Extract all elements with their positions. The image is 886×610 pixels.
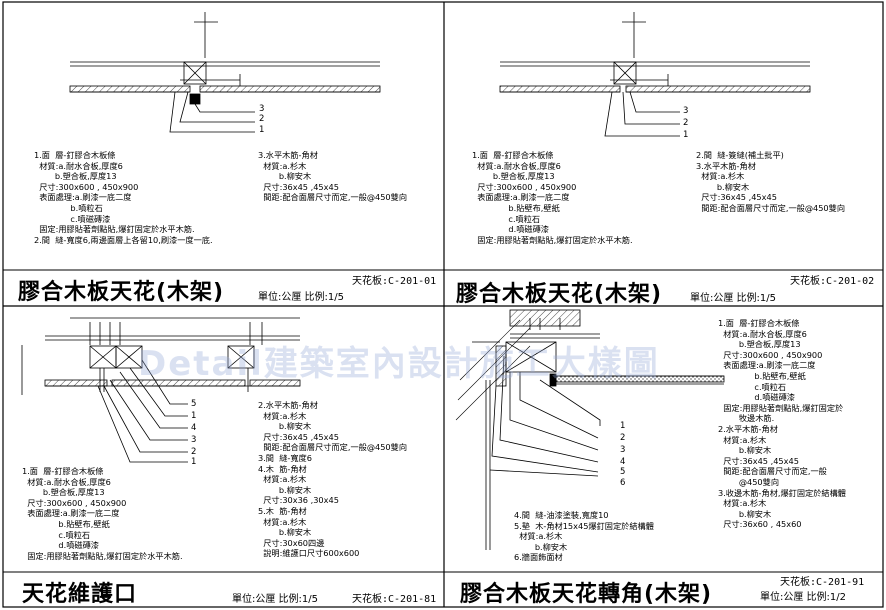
panel-1-callout-3: 3	[259, 104, 265, 114]
panel-4-callout-1: 1	[620, 421, 626, 431]
panel-3-callout-1a: 1	[191, 411, 197, 421]
panel-4-title: 膠合木板天花轉角(木架)	[460, 582, 713, 607]
panel-1-callout-1: 1	[259, 125, 265, 135]
panel-1-scale: 單位:公厘 比例:1/5	[258, 292, 345, 303]
panel-2-scale: 單位:公厘 比例:1/5	[690, 293, 777, 304]
panel-3-notes-left: 1.面 層-釘膠合木板條 材質:a.耐水合板,厚度6 b.塑合板,厚度13 尺寸…	[22, 466, 183, 561]
panel-3-title: 天花維護口	[22, 582, 138, 607]
panel-3-section-detail	[21, 317, 301, 463]
panel-1-notes-right: 3.水平木筋-角材 材質:a.杉木 b.柳安木 尺寸:36x45 ,45x45 …	[258, 150, 408, 203]
panel-1-notes-left: 1.面 層-釘膠合木板條 材質:a.耐水合板,厚度6 b.塑合板,厚度13 尺寸…	[34, 150, 213, 245]
watermark-text: Detail建築室內設計施工大樣圖	[138, 344, 660, 384]
panel-4-section-detail	[455, 309, 725, 550]
panel-2-callout-1: 1	[683, 130, 689, 140]
panel-4-callout-3: 3	[620, 445, 626, 455]
panel-4-code: 天花板:C-201-91	[780, 577, 865, 588]
panel-2-notes-left: 1.面 層-釘膠合木板條 材質:a.耐水合板,厚度6 b.塑合板,厚度13 尺寸…	[472, 150, 633, 245]
panel-2-callout-3: 3	[683, 106, 689, 116]
panel-3-callout-4: 4	[191, 423, 197, 433]
panel-3-callout-2: 2	[191, 447, 197, 457]
panel-4-callout-5: 5	[620, 467, 626, 477]
panel-2-notes-right: 2.間 縫-簽縫(補土批平) 3.水平木筋-角材 材質:a.杉木 b.柳安木 尺…	[696, 150, 846, 213]
panel-3-code: 天花板:C-201-81	[352, 594, 437, 605]
panel-1-section-detail	[69, 12, 381, 133]
panel-3-scale: 單位:公厘 比例:1/5	[232, 594, 319, 605]
panel-3-notes-right: 2.水平木筋-角材 材質:a.杉木 b.柳安木 尺寸:36x45 ,45x45 …	[258, 400, 408, 559]
panel-3-callout-1b: 1	[191, 457, 197, 467]
panel-4-callout-6: 6	[620, 478, 626, 488]
panel-1-code: 天花板:C-201-01	[352, 276, 437, 287]
panel-3-callout-5: 5	[191, 399, 197, 409]
panel-2-section-detail	[499, 12, 811, 137]
panel-2-code: 天花板:C-201-02	[790, 276, 875, 287]
panel-3-callout-3: 3	[191, 435, 197, 445]
panel-1-callout-2: 2	[259, 114, 265, 124]
panel-4-callout-2: 2	[620, 433, 626, 443]
panel-4-callout-4: 4	[620, 457, 626, 467]
panel-4-scale: 單位:公厘 比例:1/2	[760, 592, 847, 603]
panel-2-callout-2: 2	[683, 118, 689, 128]
panel-4-notes-right: 1.面 層-釘膠合木板條 材質:a.耐水合板,厚度6 b.塑合板,厚度13 尺寸…	[718, 318, 846, 530]
panel-4-notes-left: 4.間 縫-油漆塗裝,寬度10 5.墊 木-角材15x45爆釘固定於結構體 材質…	[514, 510, 654, 563]
panel-1-title: 膠合木板天花(木架)	[18, 280, 225, 305]
panel-2-title: 膠合木板天花(木架)	[456, 282, 663, 307]
